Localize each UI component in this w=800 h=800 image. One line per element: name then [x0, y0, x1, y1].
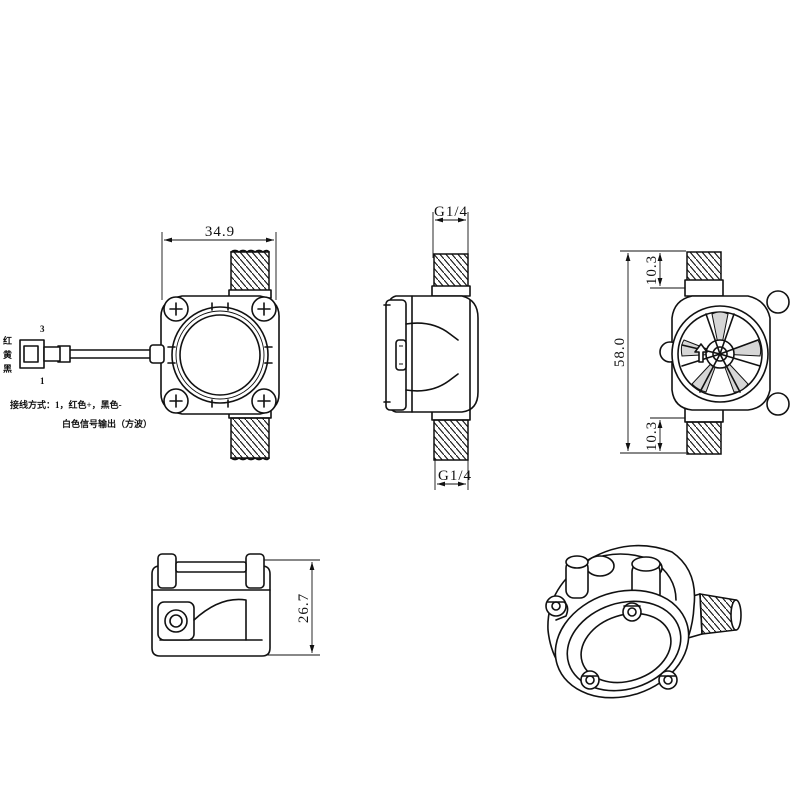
- front-view: 34.9: [3, 224, 280, 461]
- bottom-side-view: 26.7: [151, 553, 320, 657]
- dim-total-length: 58.0: [612, 250, 686, 454]
- dim-top-offset-label: 10.3: [644, 255, 660, 285]
- isometric-view: [545, 544, 742, 699]
- wiring-note-line1: 接线方式：1，红色+，黑色-: [10, 399, 122, 410]
- dim-thread-top: G1/4: [432, 204, 469, 258]
- sensor-cable: [19, 339, 165, 369]
- wire-color-black: 黑: [3, 364, 12, 374]
- dim-front-width-label: 34.9: [205, 224, 235, 240]
- pin-bottom-label: 1: [40, 376, 45, 386]
- dim-side-height-label: 26.7: [296, 593, 312, 623]
- section-view: 58.0 10.3 10.3: [612, 250, 790, 455]
- dim-bottom-offset-label: 10.3: [644, 421, 660, 451]
- dim-bottom-offset: 10.3: [644, 417, 686, 451]
- pin-top-label: 3: [40, 324, 45, 334]
- wiring-note-line2: 白色信号输出（方波）: [62, 418, 152, 429]
- wire-color-yellow: 黄: [3, 349, 12, 360]
- dim-thread-bottom: G1/4: [434, 458, 472, 490]
- dim-top-offset: 10.3: [644, 253, 686, 289]
- dim-side-height: 26.7: [262, 559, 320, 656]
- bottom-thread: [228, 409, 272, 461]
- dim-thread-bottom-label: G1/4: [438, 468, 472, 484]
- dim-thread-top-label: G1/4: [434, 204, 468, 220]
- wire-color-red: 红: [3, 335, 12, 346]
- top-thread: [228, 249, 272, 299]
- dim-total-length-label: 58.0: [612, 337, 628, 367]
- dim-front-width: 34.9: [161, 224, 277, 300]
- side-view: G1/4 G1/4: [383, 204, 479, 490]
